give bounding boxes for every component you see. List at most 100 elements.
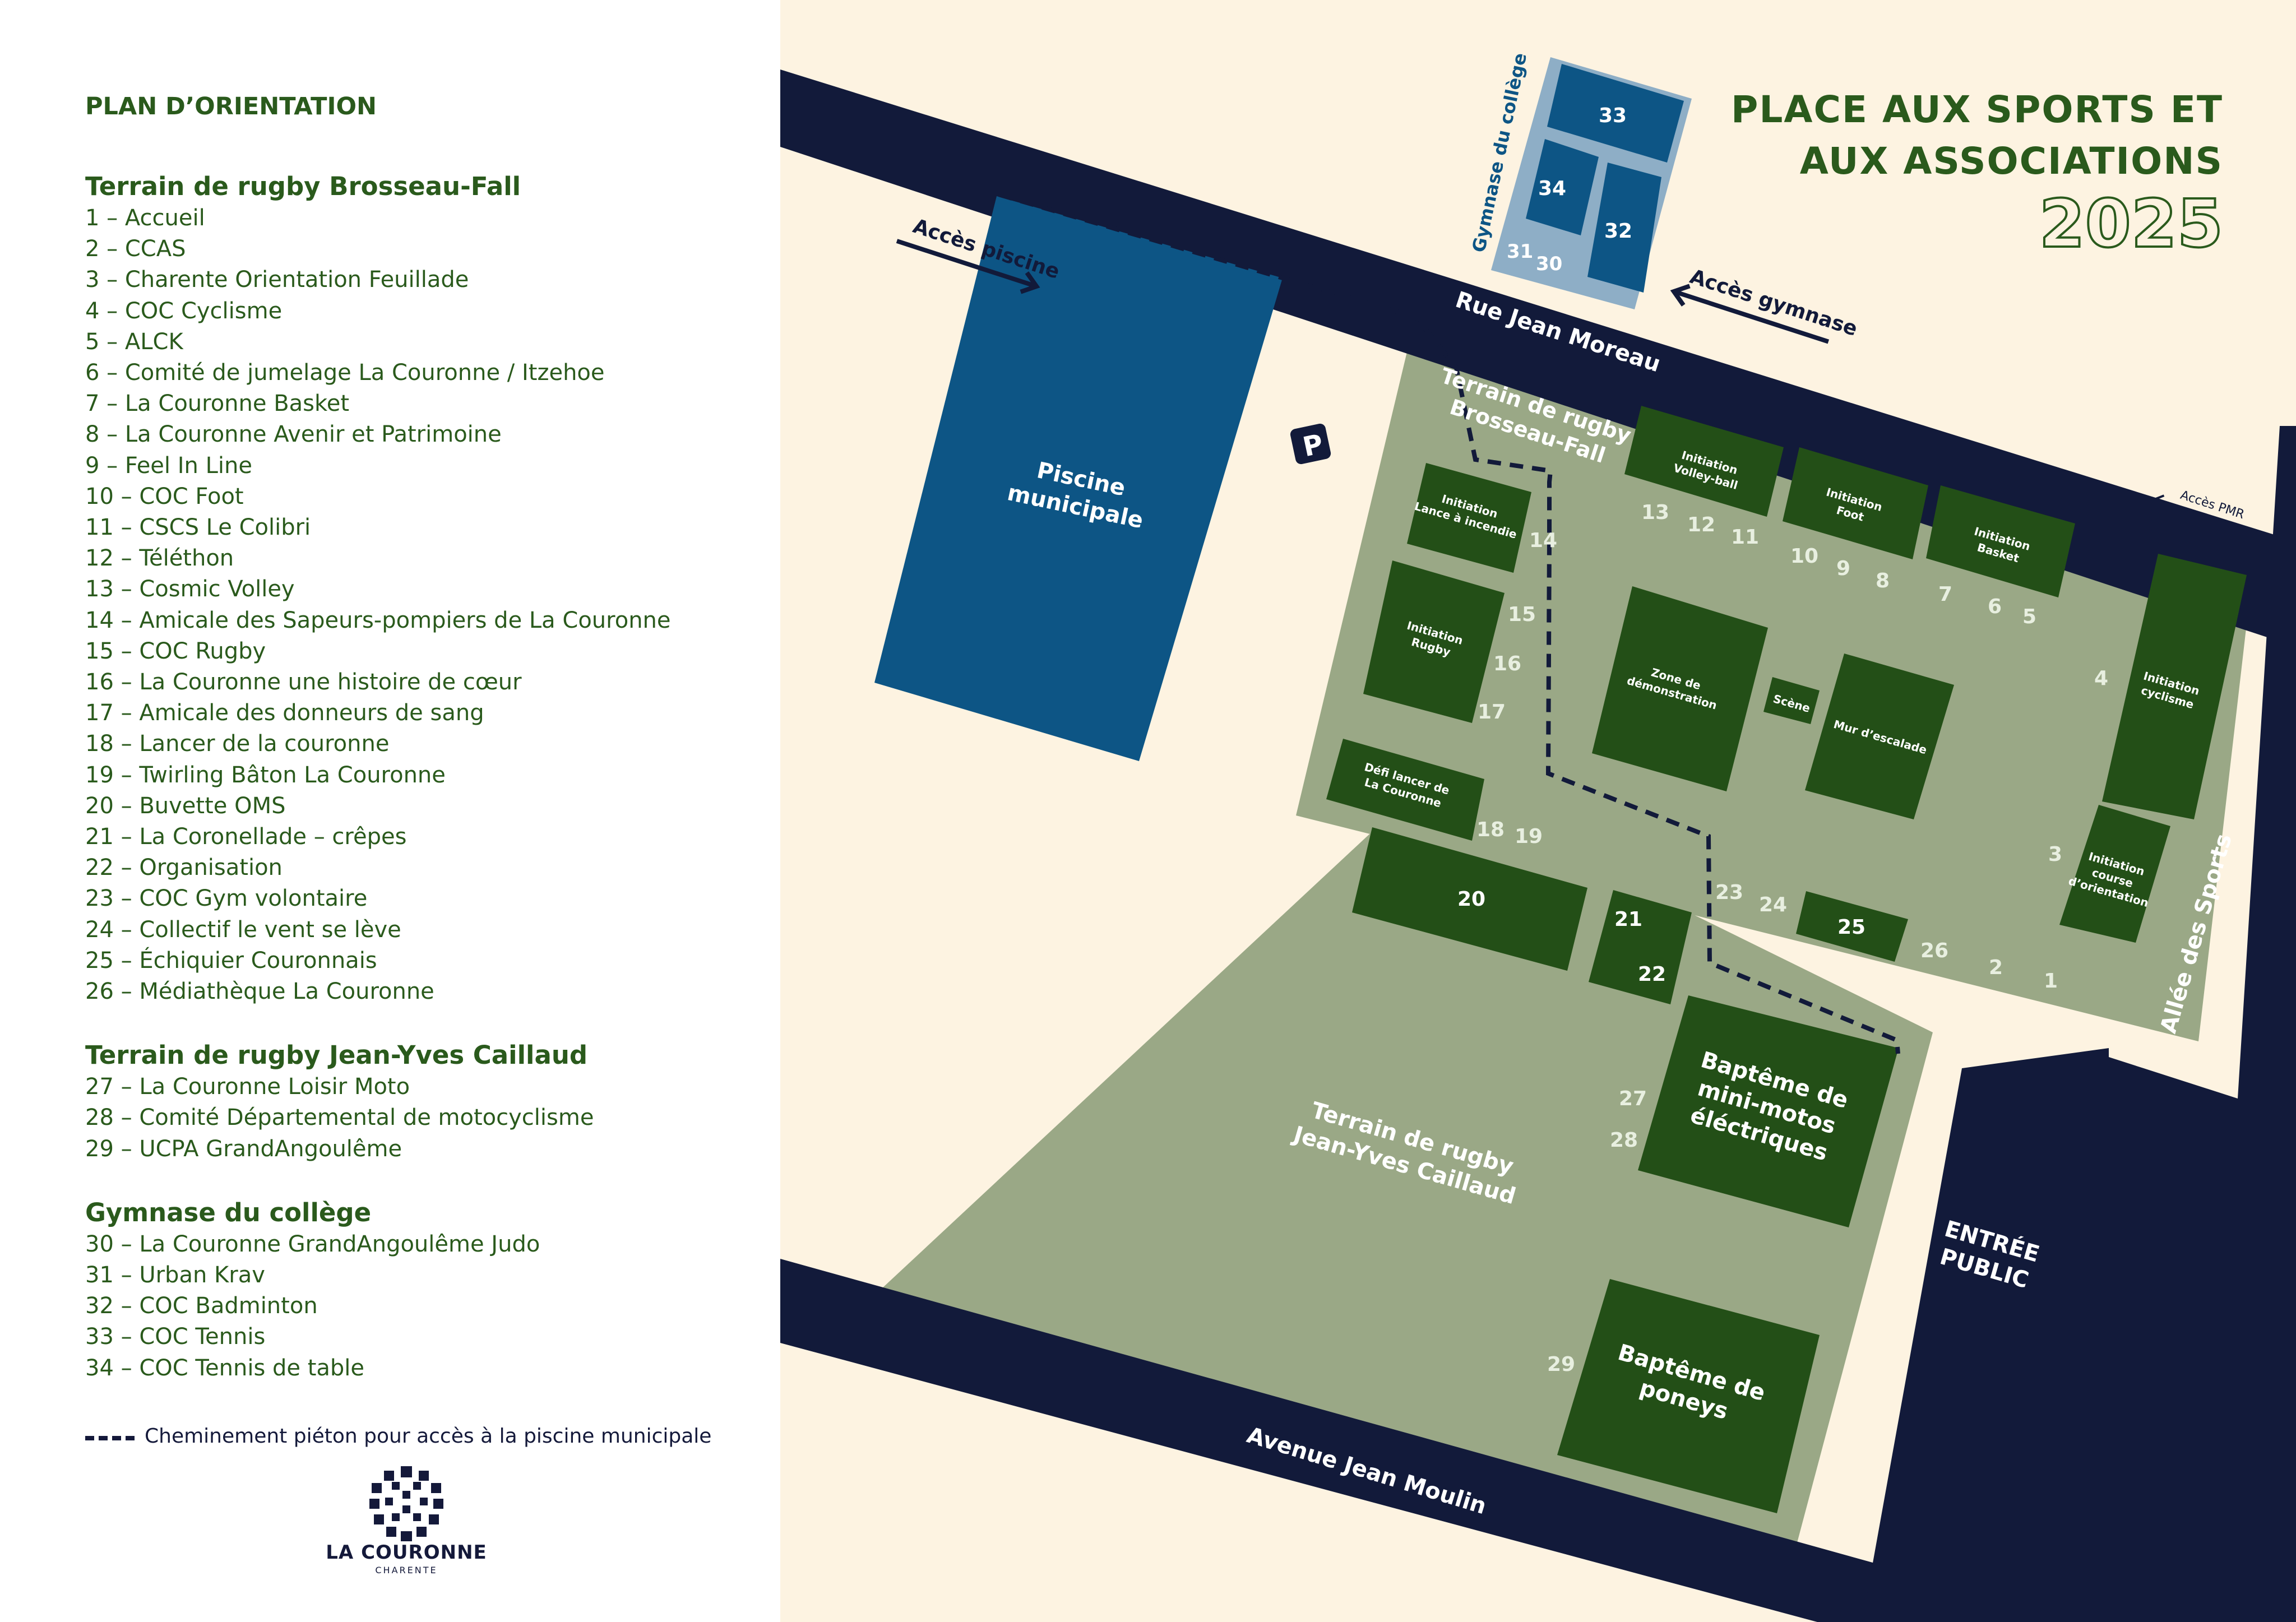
legend-section-title: Terrain de rugby Brosseau-Fall [85, 172, 521, 201]
legend-item: 9 – Feel In Line [85, 452, 252, 479]
legend-item: 12 – Téléthon [85, 545, 234, 572]
la-couronne-logo: LA COURONNE CHARENTE [314, 1457, 499, 1581]
stand-25 [1796, 891, 1908, 962]
stand-number: 16 [1493, 652, 1521, 675]
legend-item: 34 – COC Tennis de table [85, 1355, 365, 1381]
legend-section-title: Gymnase du collège [85, 1197, 372, 1227]
legend-item: 4 – COC Cyclisme [85, 298, 283, 324]
legend-item: 22 – Organisation [85, 855, 283, 881]
parking-icon: P [1290, 423, 1331, 465]
title-year: 2025 [2038, 185, 2224, 262]
gym-room-32 [1587, 163, 1661, 293]
stand-number: 11 [1731, 526, 1759, 549]
legend-heading: PLAN D’ORIENTATION [85, 92, 377, 121]
stand-number: 29 [1547, 1353, 1575, 1376]
piscine-municipale [874, 196, 1283, 761]
legend-item: 7 – La Couronne Basket [85, 391, 350, 417]
site-map: P Accès piscine Accès gymnase Accès PMR … [780, 0, 2296, 1622]
legend-item: 32 – COC Badminton [85, 1293, 318, 1319]
stand-number: 20 [1457, 888, 1485, 911]
stand-number: 9 [1836, 557, 1850, 580]
legend-panel: PLAN D’ORIENTATION Terrain de rugby Bros… [0, 0, 780, 1622]
bapteme-poneys [1557, 1279, 1820, 1513]
legend-item: 29 – UCPA GrandAngoulême [85, 1136, 402, 1162]
legend-item: 11 – CSCS Le Colibri [85, 515, 311, 540]
legend-section-title: Terrain de rugby Jean-Yves Caillaud [85, 1040, 588, 1070]
legend-item: 15 – COC Rugby [85, 638, 266, 664]
map-area: P Accès piscine Accès gymnase Accès PMR … [780, 0, 2296, 1622]
stand-number: 28 [1610, 1129, 1638, 1152]
path-legend: Cheminement piéton pour accès à la pisci… [85, 1420, 786, 1454]
stand-number: 23 [1715, 881, 1743, 904]
stand-volley [1624, 406, 1784, 517]
legend-item: 25 – Échiquier Couronnais [85, 947, 377, 974]
stand-number: 33 [1599, 104, 1627, 127]
stand-number: 17 [1478, 701, 1506, 724]
stand-number: 10 [1790, 545, 1818, 568]
legend-item: 1 – Accueil [85, 205, 205, 231]
stand-number: 2 [1989, 956, 2003, 979]
stand-number: 8 [1876, 569, 1890, 592]
stand-number: 22 [1638, 963, 1666, 986]
stand-incendie [1407, 463, 1531, 573]
stand-number: 5 [2022, 605, 2036, 628]
legend-item: 14 – Amicale des Sapeurs-pompiers de La … [85, 607, 671, 633]
legend-item: 13 – Cosmic Volley [85, 576, 295, 603]
stand-number: 24 [1759, 893, 1787, 916]
stand-21-22 [1589, 890, 1692, 1004]
stand-number: 32 [1604, 220, 1632, 243]
stand-number: 26 [1920, 939, 1948, 962]
stand-number: 25 [1837, 916, 1866, 939]
stand-foot [1783, 447, 1928, 559]
stand-number: 31 [1507, 240, 1533, 263]
legend-item: 28 – Comité Départemental de motocyclism… [85, 1105, 594, 1131]
legend-item: 23 – COC Gym volontaire [85, 886, 368, 912]
stand-number: 27 [1619, 1087, 1647, 1110]
title-line-2: AUX ASSOCIATIONS [1799, 140, 2223, 183]
stand-lancer [1326, 739, 1484, 841]
legend-item: 18 – Lancer de la couronne [85, 731, 390, 757]
legend-item: 6 – Comité de jumelage La Couronne / Itz… [85, 360, 605, 386]
legend-item: 30 – La Couronne GrandAngoulême Judo [85, 1231, 540, 1257]
stand-number: 19 [1515, 825, 1543, 848]
zone-demonstration [1592, 586, 1768, 791]
stand-rugby [1363, 560, 1505, 723]
stand-20-buvette [1352, 827, 1587, 971]
stand-number: 1 [2044, 970, 2058, 993]
stand-numbers: 1 2 3 4 5 6 7 8 9 10 11 12 13 14 15 16 1… [1457, 104, 2108, 1376]
legend-item: 2 – CCAS [85, 236, 186, 262]
entree-public-label: ENTRÉE PUBLIC [1937, 1215, 2043, 1294]
stand-number: 12 [1687, 513, 1715, 536]
legend-item: 24 – Collectif le vent se lève [85, 916, 401, 943]
stand-number: 4 [2094, 667, 2108, 690]
gym-room-33 [1547, 64, 1684, 163]
legend-item: 3 – Charente Orientation Feuillade [85, 267, 469, 293]
logo-name: LA COURONNE [326, 1541, 487, 1564]
legend-item: 5 – ALCK [85, 328, 183, 355]
path-legend-text: Cheminement piéton pour accès à la pisci… [145, 1425, 712, 1448]
logo-subtitle: CHARENTE [375, 1565, 438, 1575]
legend-item: 17 – Amicale des donneurs de sang [85, 700, 484, 726]
stand-number: 34 [1538, 177, 1566, 200]
stand-number: 13 [1641, 501, 1669, 524]
scene [1763, 677, 1820, 724]
mur-escalade [1805, 654, 1954, 819]
stand-number: 18 [1476, 818, 1505, 841]
entree-public-plaza [1862, 1048, 2193, 1622]
legend-item: 20 – Buvette OMS [85, 793, 286, 819]
stand-number: 21 [1614, 908, 1642, 931]
legend-item: 16 – La Couronne une histoire de cœur [85, 669, 522, 695]
stand-number: 15 [1508, 603, 1536, 626]
logo-mark-icon [369, 1466, 443, 1542]
stand-number: 6 [1988, 595, 2002, 618]
legend-item: 19 – Twirling Bâton La Couronne [85, 762, 446, 788]
dashed-path-sample [85, 1436, 135, 1440]
stand-number: 14 [1529, 529, 1557, 552]
legend-item: 21 – La Coronellade – crêpes [85, 824, 407, 850]
stand-orientation [2059, 805, 2170, 943]
legend-item: 26 – Médiathèque La Couronne [85, 979, 434, 1004]
legend-item: 8 – La Couronne Avenir et Patrimoine [85, 421, 502, 448]
gym-room-34 [1526, 139, 1599, 235]
legend-item: 10 – COC Foot [85, 483, 244, 509]
stand-number: 30 [1536, 253, 1562, 275]
